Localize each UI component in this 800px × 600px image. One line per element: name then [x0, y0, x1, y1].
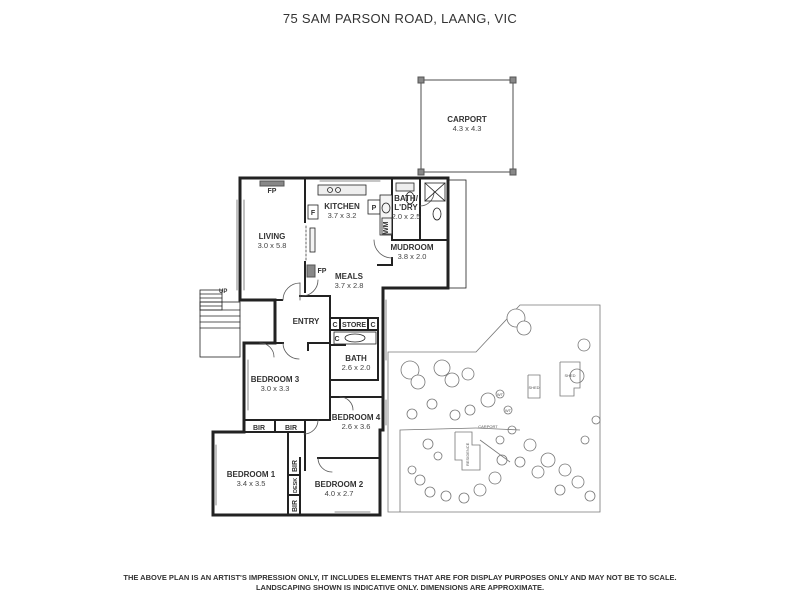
windows	[215, 180, 387, 513]
wm-label: WM	[383, 221, 390, 234]
carport-outline	[417, 76, 517, 176]
fp-label-2: FP	[318, 268, 327, 275]
site-trees	[400, 308, 601, 504]
carport-dims: 4.3 x 4.3	[453, 124, 482, 133]
door-swings	[259, 191, 435, 473]
stairs	[199, 289, 241, 358]
cupboard-label-3: C	[334, 336, 339, 343]
bedroom3-dims: 3.0 x 3.3	[261, 384, 290, 393]
meals-dims: 3.7 x 2.8	[335, 281, 364, 290]
desk-label: DESK	[293, 478, 299, 493]
kitchen-dims: 3.7 x 3.2	[328, 211, 357, 220]
fireplace-meals	[306, 264, 316, 278]
bedroom4-label: BEDROOM 4	[332, 413, 381, 422]
store-label: STORE	[342, 322, 366, 329]
bedroom1-dims: 3.4 x 3.5	[237, 479, 266, 488]
cupboard-label-2: C	[370, 322, 375, 329]
bir-label-2: BIR	[285, 425, 297, 432]
interior-walls	[239, 179, 449, 516]
bir-label-4: BIR	[292, 500, 299, 512]
pantry-label: P	[372, 205, 377, 212]
bath-fixtures	[333, 182, 446, 345]
site-shed-1: SHED	[528, 385, 539, 390]
page-title: 75 SAM PARSON ROAD, LAANG, VIC	[282, 11, 518, 26]
cupboard-label-1: C	[332, 322, 337, 329]
fireplace-living	[259, 180, 285, 187]
kitchen-fixtures	[307, 184, 393, 253]
mudroom-label: MUDROOM	[390, 243, 433, 252]
bir-label-1: BIR	[253, 425, 265, 432]
room-labels: CARPORT 4.3 x 4.3 KITCHEN 3.7 x 3.2 BATH…	[227, 115, 487, 498]
bedroom2-label: BEDROOM 2	[315, 480, 364, 489]
bath-dims: 2.6 x 2.0	[342, 363, 371, 372]
disclaimer-line-2: LANDSCAPING SHOWN IS INDICATIVE ONLY. DI…	[255, 583, 545, 592]
site-plan	[387, 304, 601, 513]
fp-label: FP	[268, 188, 277, 195]
fridge-label: F	[311, 210, 316, 217]
side-deck	[447, 179, 467, 289]
bedroom4-dims: 2.6 x 3.6	[342, 422, 371, 431]
bath-ldry-dims: 2.0 x 2.5	[392, 212, 421, 221]
site-shed-2: SHED	[564, 373, 575, 378]
bath-ldry-label-2: L'DRY	[394, 203, 418, 212]
bir-label-3: BIR	[292, 460, 299, 472]
carport-label: CARPORT	[447, 115, 487, 124]
fixture-labels: FP FP F P WM C C C BIR BIR BIR DESK BIR …	[219, 188, 390, 512]
bath-ldry-label: BATH/	[394, 194, 419, 203]
site-wt-1: WT	[497, 392, 504, 397]
bedroom2-dims: 4.0 x 2.7	[325, 489, 354, 498]
bath-label: BATH	[345, 354, 367, 363]
site-residence: RESIDENCE	[465, 442, 470, 466]
kitchen-label: KITCHEN	[324, 202, 360, 211]
disclaimer: THE ABOVE PLAN IS AN ARTIST'S IMPRESSION…	[0, 573, 800, 593]
site-carport: CARPORT	[478, 424, 498, 429]
site-wt-2: WT	[505, 408, 512, 413]
entry-label: ENTRY	[293, 317, 320, 326]
site-labels: SHED SHED CARPORT RESIDENCE WT WT	[465, 373, 576, 466]
bedroom1-label: BEDROOM 1	[227, 470, 276, 479]
bedroom3-label: BEDROOM 3	[251, 375, 300, 384]
living-label: LIVING	[259, 232, 286, 241]
disclaimer-line-1: THE ABOVE PLAN IS AN ARTIST'S IMPRESSION…	[123, 573, 677, 582]
meals-label: MEALS	[335, 272, 364, 281]
living-dims: 3.0 x 5.8	[258, 241, 287, 250]
up-label: UP	[219, 289, 227, 295]
mudroom-dims: 3.8 x 2.0	[398, 252, 427, 261]
